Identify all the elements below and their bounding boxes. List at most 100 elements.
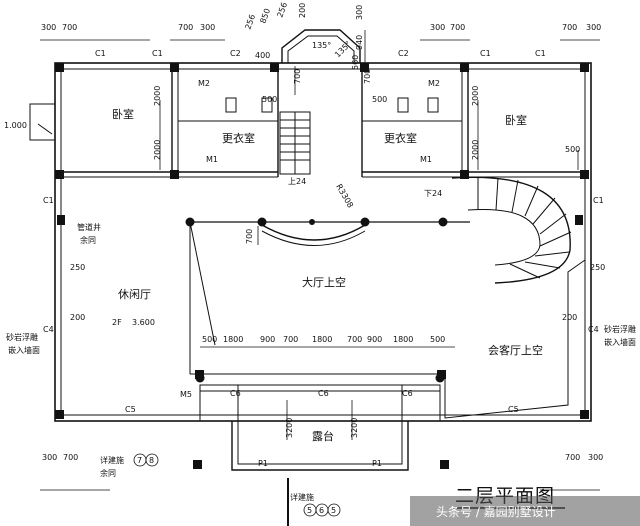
- window-c6-2: C6: [318, 389, 329, 398]
- dim-top-r-560: 560: [351, 55, 360, 70]
- dim-stair-right: 3200: [350, 418, 359, 438]
- window-c2-left: C2: [230, 49, 241, 58]
- window-c6-3: C6: [402, 389, 413, 398]
- section-5b: 5: [331, 506, 336, 515]
- dim-v-2000-r1: 2000: [471, 86, 480, 106]
- dim-top-r3-700: 700: [562, 23, 577, 32]
- section-8: 8: [149, 456, 154, 465]
- floor-level: 3.600: [132, 318, 155, 327]
- window-c1-right: C1: [593, 196, 604, 205]
- dim-top-l2-700: 700: [178, 23, 193, 32]
- dimension-lines: [40, 30, 600, 491]
- window-c6-1: C6: [230, 389, 241, 398]
- terrace-outline: [199, 384, 441, 526]
- stone-relief-left: 砂岩浮雕: [6, 332, 38, 342]
- door-m1-right: M1: [420, 155, 432, 164]
- dim-top-l2-300: 300: [200, 23, 215, 32]
- dim-bot-l-300: 300: [42, 453, 57, 462]
- dim-v-2000-l2: 2000: [153, 140, 162, 160]
- room-bedroom-left: 卧室: [112, 107, 134, 121]
- staircase-up: [279, 111, 311, 175]
- dim-mid-500b: 500: [430, 335, 445, 344]
- arc-radius: R3308: [334, 183, 355, 210]
- dim-mid-900b: 900: [367, 335, 382, 344]
- window-c1-t2: C1: [152, 49, 163, 58]
- dim-bot-r-700: 700: [565, 453, 580, 462]
- room-dressing-left: 更衣室: [222, 131, 255, 145]
- spiral-staircase: [451, 176, 572, 284]
- dim-top-l-300: 300: [41, 23, 56, 32]
- dim-v-2000-l1: 2000: [153, 86, 162, 106]
- dim-bot-r-300: 300: [588, 453, 603, 462]
- window-c5-right: C5: [508, 405, 519, 414]
- dim-top-c-250: 256: [275, 1, 289, 18]
- dim-v-500-stair: 500: [262, 95, 277, 104]
- dim-mid-500: 500: [202, 335, 217, 344]
- dim-v-700-stair: 700: [293, 69, 302, 84]
- dim-top-c-400: 400: [255, 51, 270, 60]
- dim-top-r-940: 940: [355, 35, 364, 50]
- angle-1: 135°: [312, 41, 331, 50]
- round-columns: [185, 217, 448, 383]
- dim-v-2000-r2: 2000: [471, 140, 480, 160]
- dim-bot-l-700: 700: [63, 453, 78, 462]
- dim-v-250-r: 250: [590, 263, 605, 272]
- dim-top-r2-300: 300: [430, 23, 445, 32]
- dim-v-500-right: 500: [565, 145, 580, 154]
- pillar-p1-left: P1: [258, 459, 268, 468]
- dim-v-500-r: 500: [372, 95, 387, 104]
- stone-relief-right: 砂岩浮雕: [604, 324, 636, 334]
- dim-mid-1800b: 1800: [312, 335, 332, 344]
- dim-v-200-l: 200: [70, 313, 85, 322]
- stair-down-label: 下24: [424, 189, 442, 198]
- dim-top-r2-700: 700: [450, 23, 465, 32]
- dim-mid-900a: 900: [260, 335, 275, 344]
- hall-arc: [261, 224, 366, 241]
- window-c1-t3: C1: [480, 49, 491, 58]
- room-reception-void: 会客厅上空: [488, 343, 543, 357]
- pipe-well-label: 管道井: [77, 222, 101, 232]
- window-c1-left: C1: [43, 196, 54, 205]
- dim-top-r-300: 300: [355, 5, 364, 20]
- dim-top-r3-300: 300: [586, 23, 601, 32]
- hall-void-outline: [189, 221, 470, 375]
- dim-v-250-l: 250: [70, 263, 85, 272]
- exterior-walls: [54, 62, 592, 422]
- room-dressing-right: 更衣室: [384, 131, 417, 145]
- dim-mid-1800c: 1800: [393, 335, 413, 344]
- detail-ref-bottom: 详建施: [290, 492, 314, 502]
- stair-up-label: 上24: [288, 177, 306, 186]
- door-m5: M5: [180, 390, 192, 399]
- dim-top-l-700: 700: [62, 23, 77, 32]
- room-terrace: 露台: [312, 429, 334, 443]
- dim-top-c-200: 200: [298, 3, 307, 18]
- elevation-left: 1.000: [4, 121, 27, 130]
- pipe-well-note: 余同: [80, 235, 96, 245]
- door-m2-left: M2: [198, 79, 210, 88]
- window-c4-left: C4: [43, 325, 54, 334]
- reception-void-outline: [444, 259, 586, 419]
- dim-mid-700a: 700: [283, 335, 298, 344]
- section-6: 6: [319, 506, 324, 515]
- room-bedroom-right: 卧室: [505, 113, 527, 127]
- dim-v-200-r: 200: [562, 313, 577, 322]
- stone-embed-right: 嵌入墙面: [604, 337, 636, 347]
- window-c2-right: C2: [398, 49, 409, 58]
- section-5a: 5: [307, 506, 312, 515]
- window-c5-left: C5: [125, 405, 136, 414]
- left-balcony: [29, 103, 56, 141]
- watermark-bg: [410, 496, 640, 526]
- door-m1-left: M1: [206, 155, 218, 164]
- stone-embed-left: 嵌入墙面: [8, 345, 40, 355]
- pillar-p1-right: P1: [372, 459, 382, 468]
- octagon-bay: [281, 29, 361, 63]
- floor-mark: 2F: [112, 318, 122, 327]
- window-c1-tl: C1: [95, 49, 106, 58]
- door-m2-right: M2: [428, 79, 440, 88]
- window-c4-right: C4: [588, 325, 599, 334]
- dim-mid-1800a: 1800: [223, 335, 243, 344]
- room-hall-void: 大厅上空: [302, 275, 346, 289]
- dim-mid-700b: 700: [347, 335, 362, 344]
